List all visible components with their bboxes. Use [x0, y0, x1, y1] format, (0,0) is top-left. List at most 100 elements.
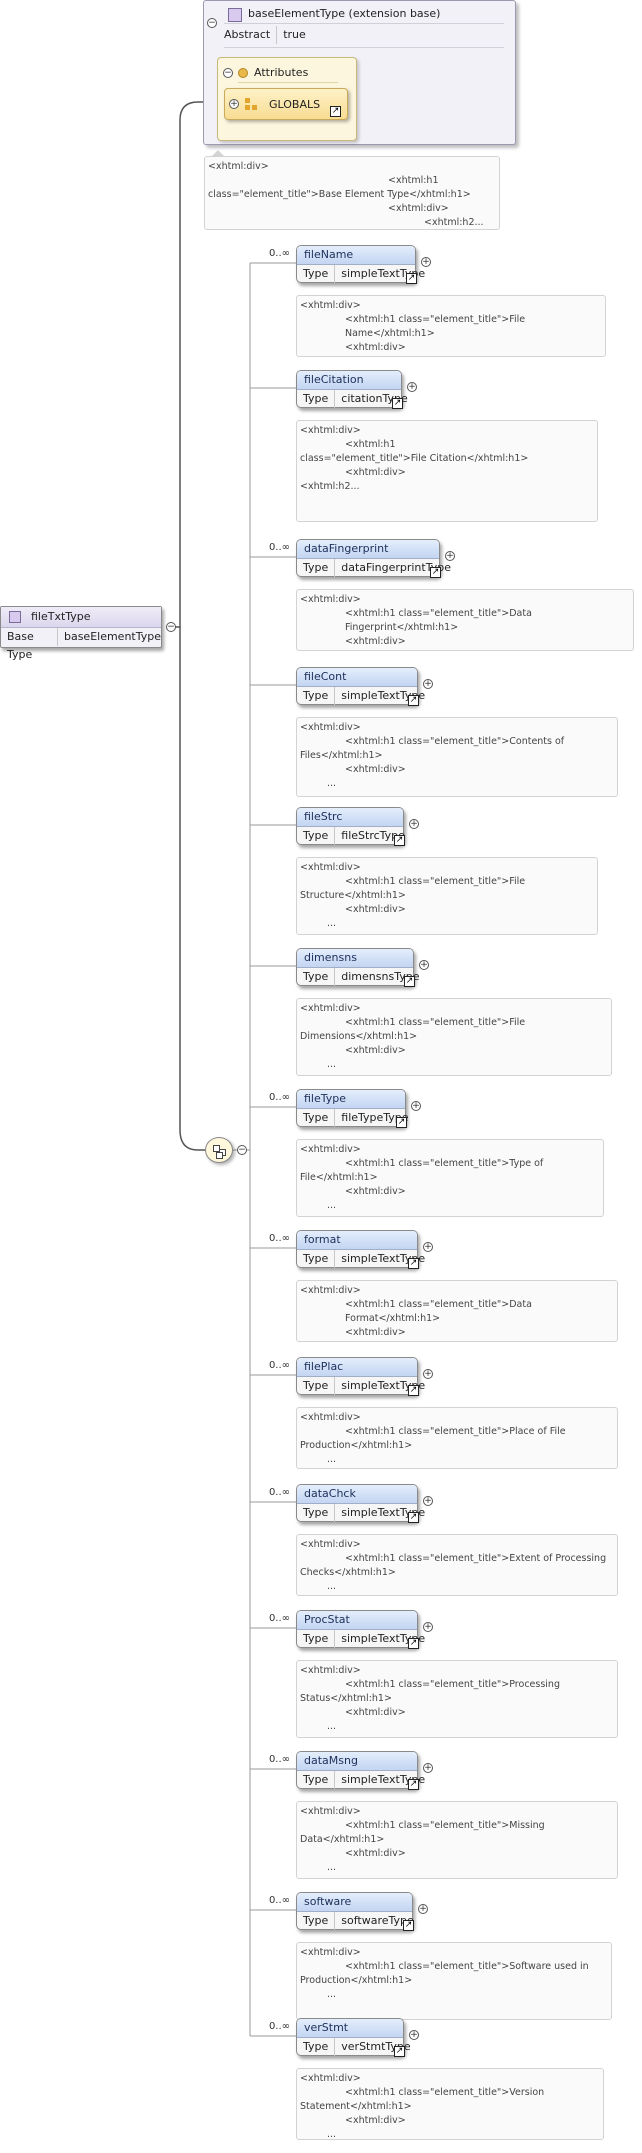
element-documentation: <xhtml:div><xhtml:h1 class="element_titl… — [296, 589, 634, 651]
link-arrow-icon[interactable]: ↗ — [408, 1258, 419, 1269]
type-value: dataFingerprintType — [341, 561, 451, 574]
element-name: fileCitation — [297, 371, 401, 390]
link-arrow-icon[interactable]: ↗ — [394, 2046, 405, 2057]
type-value: dimensnsType — [341, 970, 420, 983]
sequence-icon[interactable] — [205, 1137, 233, 1163]
expand-icon[interactable]: + — [229, 99, 239, 109]
element-name: fileStrc — [297, 808, 403, 827]
globals-group[interactable]: + GLOBALS ↗ — [224, 88, 348, 120]
link-arrow-icon[interactable]: ↗ — [408, 695, 419, 706]
link-arrow-icon[interactable]: ↗ — [408, 1638, 419, 1649]
element-documentation: <xhtml:div><xhtml:h1 class="element_titl… — [296, 1801, 618, 1879]
expand-icon[interactable]: + — [407, 382, 417, 392]
attributes-box: − Attributes + GLOBALS ↗ — [217, 57, 357, 141]
doc-line: ... — [300, 1340, 614, 1341]
element-documentation: <xhtml:div><xhtml:h1 class="element_titl… — [296, 857, 598, 935]
link-arrow-icon[interactable]: ↗ — [408, 1385, 419, 1396]
element-documentation: <xhtml:div><xhtml:h1 class="element_titl… — [296, 295, 606, 357]
collapse-icon[interactable]: − — [237, 1145, 247, 1155]
type-key: Type — [297, 1109, 336, 1127]
doc-line: ... — [327, 1862, 337, 1873]
type-value: citationType — [341, 392, 408, 405]
doc-line: ... — [300, 355, 602, 356]
link-arrow-icon[interactable]: ↗ — [408, 1779, 419, 1790]
doc-line: ... — [327, 2129, 337, 2140]
element-name: ProcStat — [297, 1611, 417, 1630]
doc-line: <xhtml:h1 class="element_title">Processi… — [345, 1679, 560, 1690]
expand-icon[interactable]: + — [445, 551, 455, 561]
expand-icon[interactable]: + — [409, 819, 419, 829]
attributes-icon — [238, 68, 248, 78]
expand-icon[interactable]: + — [423, 1763, 433, 1773]
expand-icon[interactable]: + — [423, 1369, 433, 1379]
expand-icon[interactable]: + — [418, 1904, 428, 1914]
link-arrow-icon[interactable]: ↗ — [394, 835, 405, 846]
occurrence-label: 0..∞ — [268, 1613, 290, 1624]
link-arrow-icon[interactable]: ↗ — [404, 976, 415, 987]
doc-line: <xhtml:div> — [300, 425, 361, 436]
expand-icon[interactable]: + — [423, 1496, 433, 1506]
link-arrow-icon[interactable]: ↗ — [403, 1920, 414, 1931]
collapse-icon[interactable]: − — [223, 68, 233, 78]
occurrence-label: 0..∞ — [268, 1092, 290, 1103]
doc-line: <xhtml:h1 class="element_title">File — [345, 1017, 526, 1028]
collapse-icon[interactable]: − — [207, 18, 217, 28]
element-name: dimensns — [297, 949, 413, 968]
doc-line: <xhtml:div> — [300, 1285, 361, 1296]
expand-icon[interactable]: + — [421, 257, 431, 267]
element-name: filePlac — [297, 1358, 417, 1377]
link-arrow-icon[interactable]: ↗ — [408, 1512, 419, 1523]
doc-line: <xhtml:h1 class="element_title">Place of… — [345, 1426, 566, 1437]
doc-line: <xhtml:div> — [300, 1665, 361, 1676]
expand-icon[interactable]: + — [423, 679, 433, 689]
expand-icon[interactable]: + — [411, 1101, 421, 1111]
element-documentation: <xhtml:div><xhtml:h1 class="element_titl… — [296, 1534, 618, 1596]
element-name: fileCont — [297, 668, 417, 687]
base-title: baseElementType (extension base) — [248, 7, 441, 20]
doc-line: Production</xhtml:h1> — [300, 1975, 413, 1986]
doc-line: <xhtml:div> — [300, 722, 361, 733]
type-key: Type — [297, 827, 336, 845]
divider — [224, 23, 504, 24]
expand-icon[interactable]: + — [419, 960, 429, 970]
type-key: Type — [297, 2038, 336, 2056]
link-arrow-icon[interactable]: ↗ — [396, 1117, 407, 1128]
expand-icon[interactable]: + — [423, 1622, 433, 1632]
doc-line: <xhtml:div> — [300, 1806, 361, 1817]
occurrence-label: 0..∞ — [268, 1487, 290, 1498]
link-arrow-icon[interactable]: ↗ — [406, 273, 417, 284]
type-value: simpleTextType — [341, 1379, 426, 1392]
doc-line: ... — [327, 1581, 337, 1592]
link-arrow-icon[interactable]: ↗ — [392, 398, 403, 409]
doc-line: <xhtml:div> — [345, 1848, 406, 1859]
root-type-box[interactable]: fileTxtType Base Type baseElementType — [0, 606, 162, 661]
doc-line: <xhtml:h1 class="element_title">File Nam… — [345, 314, 526, 339]
doc-line: <xhtml:div> — [345, 636, 406, 647]
expand-icon[interactable]: + — [423, 1242, 433, 1252]
link-arrow-icon[interactable]: ↗ — [330, 106, 341, 117]
collapse-icon[interactable]: − — [166, 622, 176, 632]
expand-icon[interactable]: + — [409, 2030, 419, 2040]
link-arrow-icon[interactable]: ↗ — [430, 567, 441, 578]
